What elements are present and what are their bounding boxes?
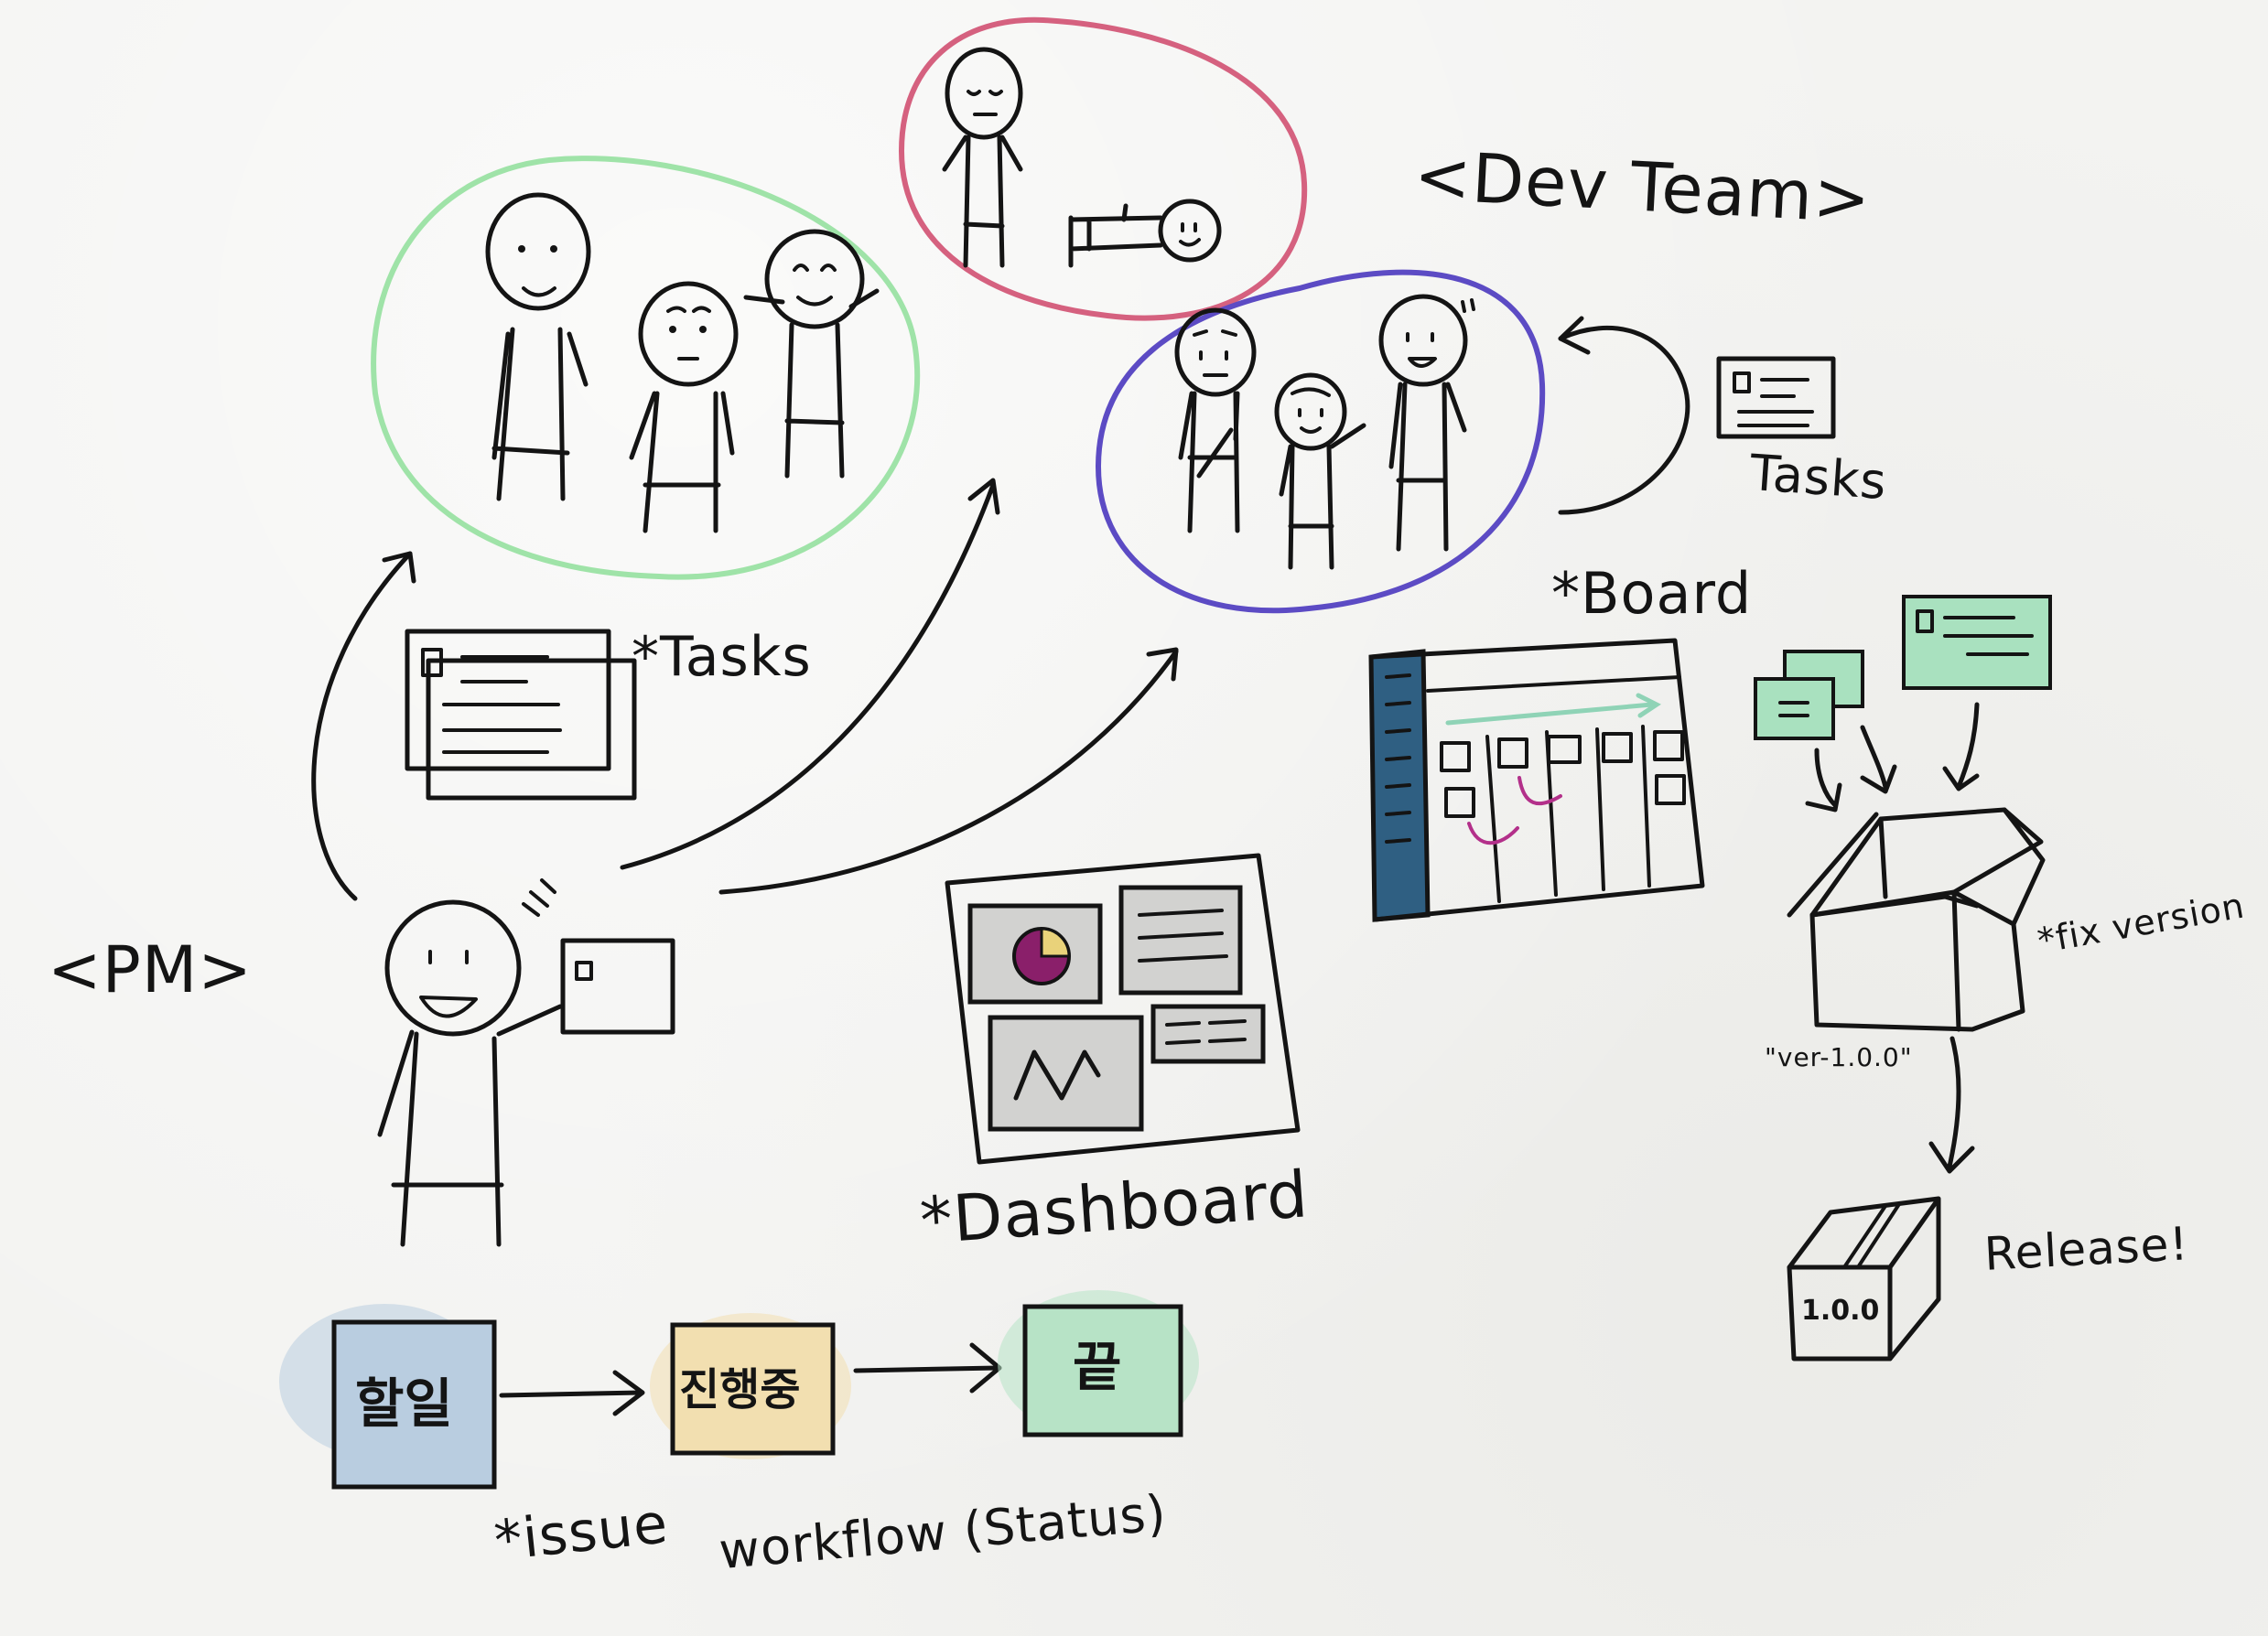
person-icon <box>1274 372 1366 570</box>
pm-label: <PM> <box>48 932 253 1007</box>
issue-label: *issue <box>491 1491 672 1574</box>
loop-arrow <box>1558 325 1690 515</box>
workflow-state-done: 끝 <box>1073 1336 1122 1398</box>
workflow-state-todo: 할일 <box>355 1372 453 1435</box>
person-icon <box>1378 294 1475 552</box>
person-lying-icon <box>1068 199 1222 268</box>
arrowhead-icon <box>967 478 1000 515</box>
tasks-stack-icon <box>405 629 637 801</box>
board-icon <box>1368 638 1705 922</box>
person-icon <box>942 47 1023 268</box>
dev-team-group <box>1095 269 1836 614</box>
tasks-right-label: Tasks <box>1748 443 1889 511</box>
green-team-group <box>371 156 921 580</box>
arrow-to-dev-team <box>718 649 1179 895</box>
task-card-icon <box>1716 356 1836 439</box>
arrowhead-icon <box>1558 316 1591 355</box>
red-team-circle <box>898 16 1308 321</box>
red-team-group <box>898 16 1308 321</box>
dashboard-icon <box>945 853 1301 1165</box>
arrowhead-icon <box>1928 1141 1975 1174</box>
release-label: Release! <box>1982 1217 2190 1281</box>
fix-version-box-icon <box>1787 807 2046 1032</box>
green-team-circle <box>371 156 921 580</box>
workflow-group <box>279 1290 1199 1490</box>
version-name-label: "ver-1.0.0" <box>1765 1042 1913 1072</box>
release-box-version: 1.0.0 <box>1801 1295 1880 1327</box>
tasks-left-label: *Tasks <box>632 625 812 689</box>
version-cards-group <box>1754 595 2052 813</box>
person-icon <box>743 229 880 479</box>
arrowhead-icon <box>382 551 416 584</box>
release-box-icon <box>1787 1196 1941 1362</box>
person-icon <box>1174 307 1257 533</box>
arrow-to-release <box>1947 1036 1961 1169</box>
arrow-to-red-team <box>620 482 996 870</box>
person-icon <box>629 281 739 533</box>
workflow-state-in-progress: 진행중 <box>679 1364 801 1415</box>
person-icon <box>485 192 591 501</box>
board-label: *Board <box>1551 560 1753 627</box>
pm-person-icon <box>377 878 675 1247</box>
dev-team-circle <box>1095 269 1546 614</box>
arrowhead-icon <box>1146 647 1179 682</box>
arrow-to-green-team <box>311 551 413 901</box>
